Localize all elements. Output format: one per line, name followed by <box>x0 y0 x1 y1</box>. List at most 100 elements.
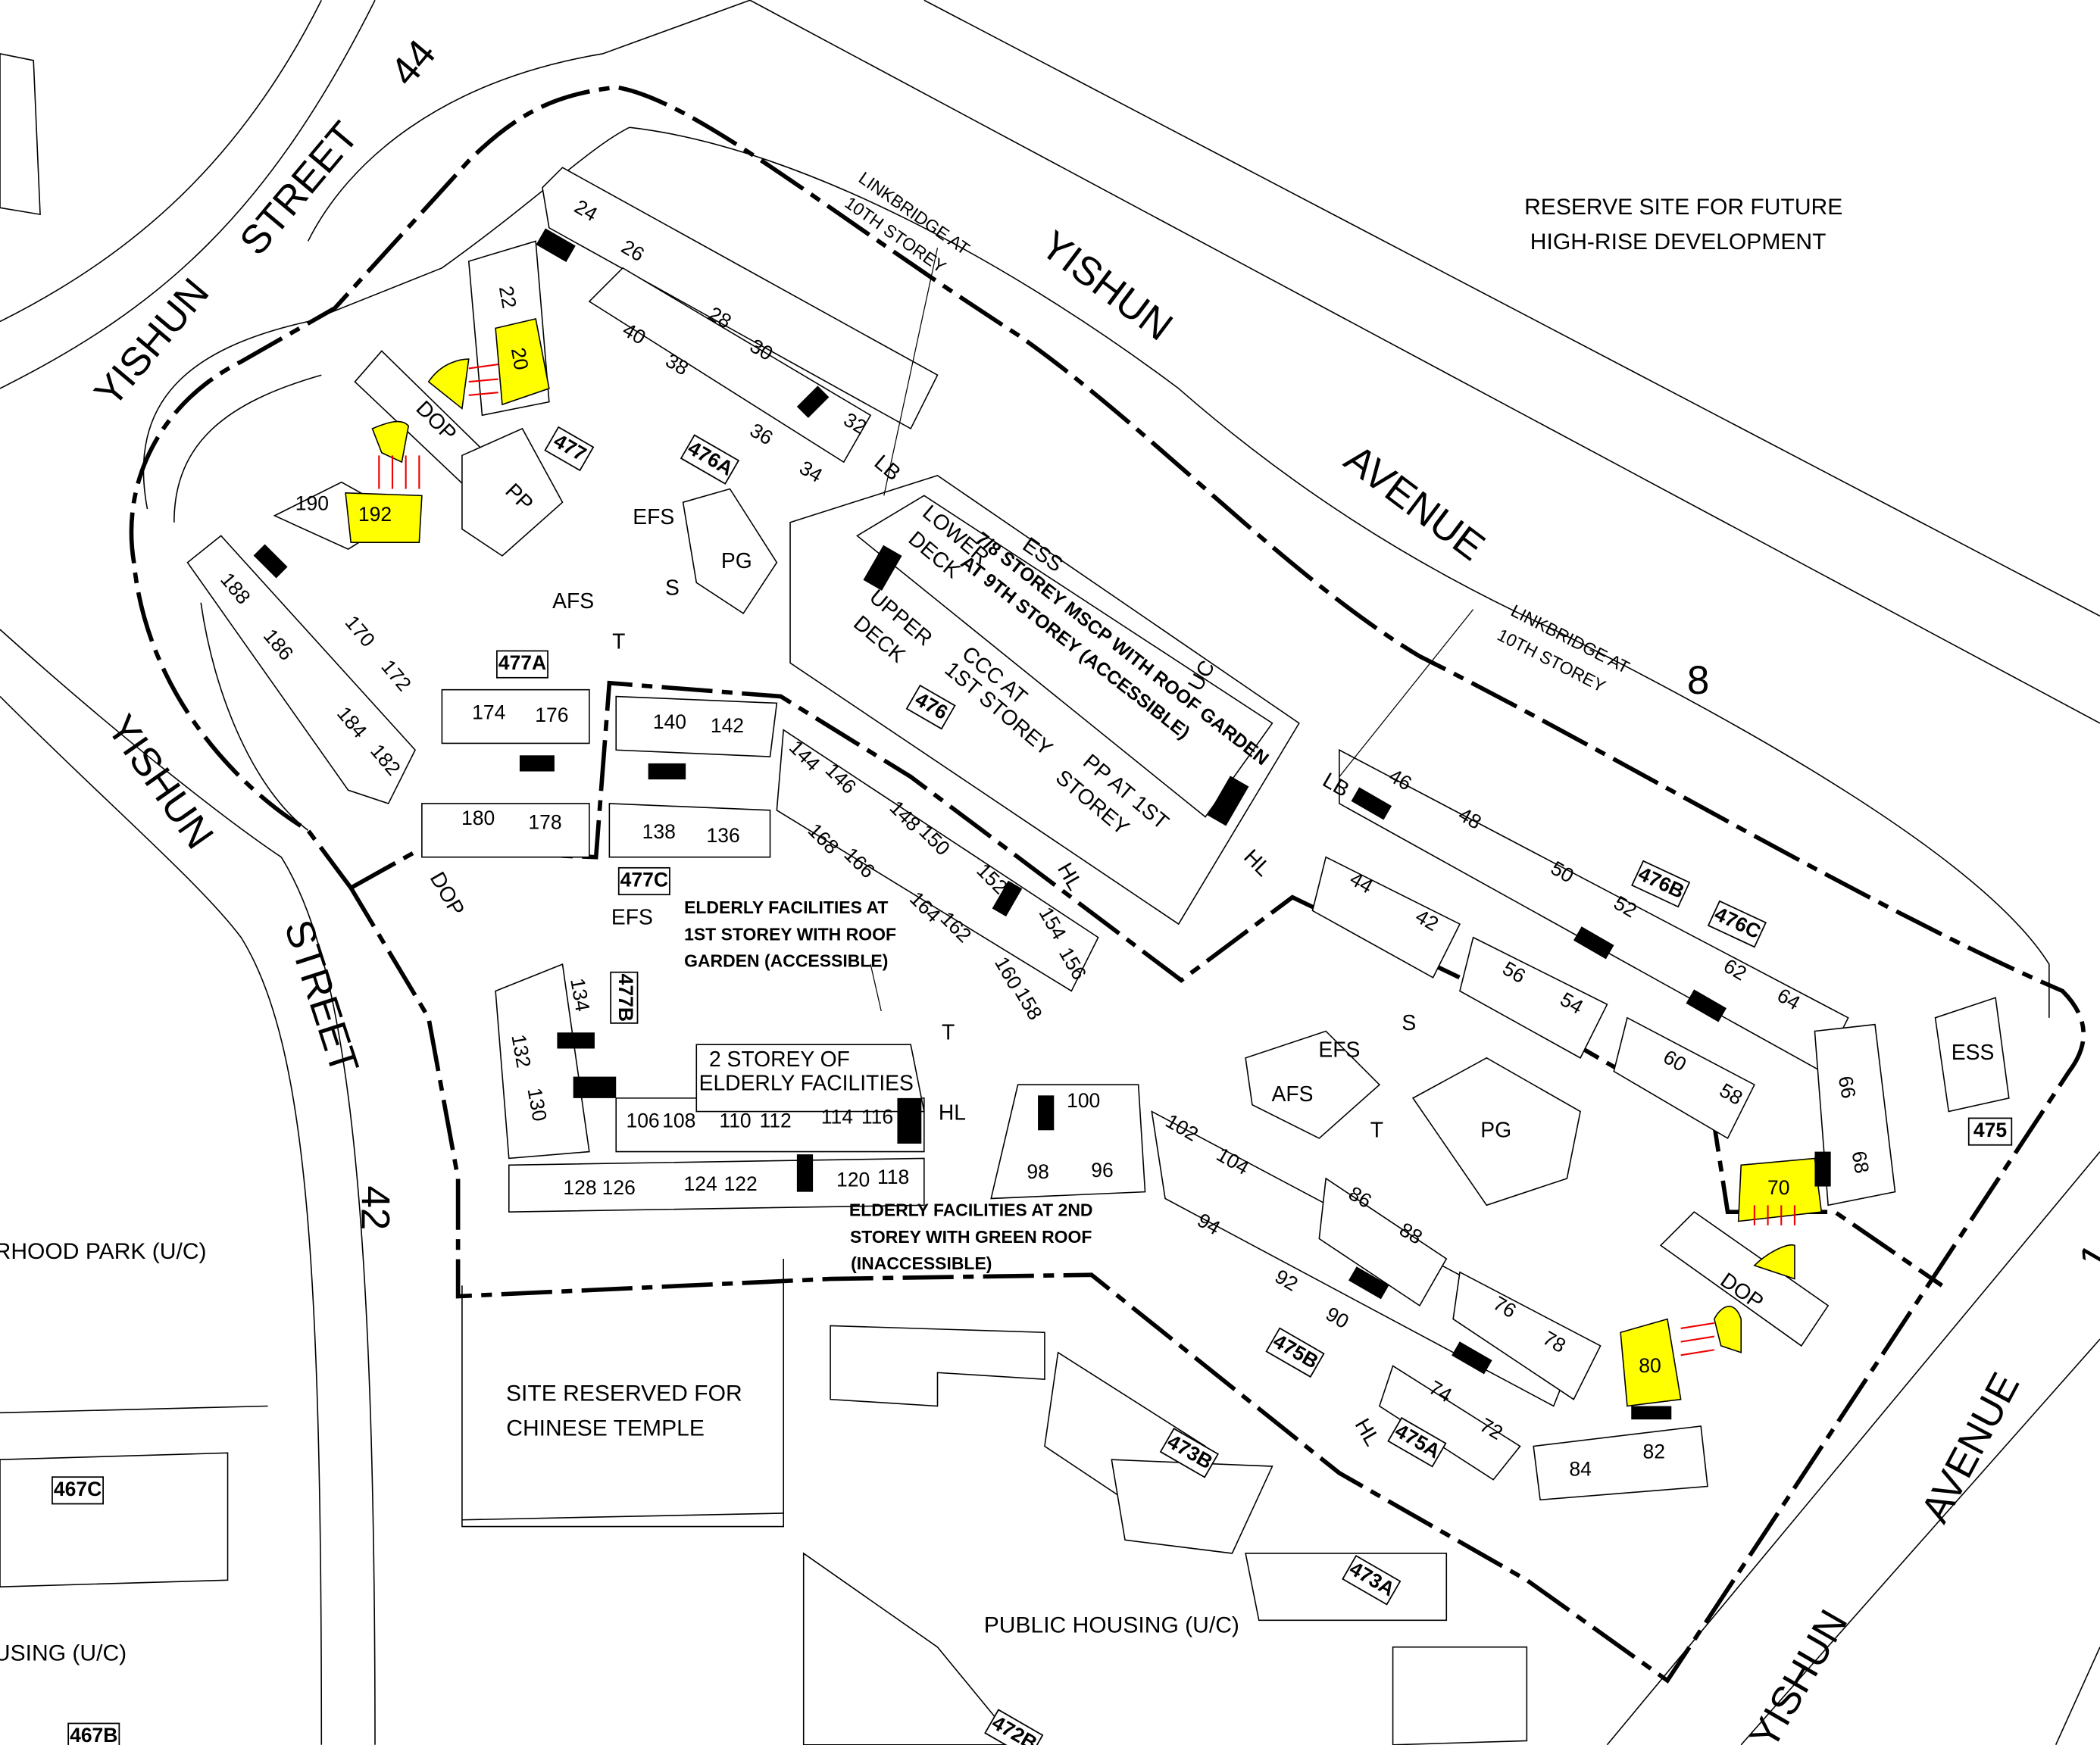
s-label: S <box>665 576 680 600</box>
housing-left-label: USING (U/C) <box>0 1640 127 1665</box>
street-yishun-st42: STREET <box>276 915 367 1079</box>
block-number: 116 <box>861 1105 893 1128</box>
dop-label: DOP <box>426 867 470 919</box>
hl-label: HL <box>1053 858 1088 894</box>
elderly-note-1: 1ST STOREY WITH ROOF <box>684 924 896 944</box>
reserve-site-label: RESERVE SITE FOR FUTURE <box>1524 195 1842 220</box>
block-number: 106 <box>626 1110 659 1132</box>
block-number: 130 <box>523 1086 552 1123</box>
block-number: 34 <box>795 456 827 487</box>
block-number: 172 <box>377 655 415 695</box>
block-number: 110 <box>719 1110 751 1132</box>
elderly-note-3: ELDERLY FACILITIES AT 2ND <box>849 1200 1093 1219</box>
temple-site-label: CHINESE TEMPLE <box>506 1416 705 1441</box>
efs-label: EFS <box>611 904 653 929</box>
street-yishun-ave8: AVENUE <box>1336 436 1492 570</box>
street-yishun-st44: 44 <box>382 31 445 94</box>
hl-label: HL <box>939 1100 966 1125</box>
tag-477b: 477B <box>614 974 637 1022</box>
pg-label: PG <box>1480 1118 1511 1142</box>
site-boundary <box>129 85 2086 1684</box>
highlighted-blocks <box>345 318 1823 1407</box>
afs-label: AFS <box>1271 1082 1313 1106</box>
park-label: RHOOD PARK (U/C) <box>0 1239 207 1264</box>
block-number: 128 <box>563 1176 596 1199</box>
street-yishun-st42: YISHUN <box>98 707 222 857</box>
block-number: 84 <box>1569 1457 1591 1480</box>
lift-cores <box>253 228 1831 1420</box>
block-number: 120 <box>836 1168 870 1191</box>
efs-label: EFS <box>1318 1037 1360 1061</box>
block-number: 108 <box>662 1110 695 1132</box>
block-number: 90 <box>1322 1302 1353 1333</box>
block-number: 82 <box>1643 1440 1665 1462</box>
t-label: T <box>1370 1118 1383 1142</box>
block-number: 192 <box>358 503 392 526</box>
street-yishun-st42: 42 <box>352 1185 397 1230</box>
block-number: 20 <box>507 346 533 372</box>
hl-label: HL <box>1351 1414 1386 1450</box>
block-number: 22 <box>495 284 521 310</box>
hl-label: HL <box>1239 844 1276 881</box>
block-number: 122 <box>724 1172 758 1195</box>
block-number: 180 <box>461 807 495 829</box>
block-number: 114 <box>821 1105 853 1128</box>
elderly-note-1: GARDEN (ACCESSIBLE) <box>684 951 888 971</box>
block-number: 142 <box>711 714 744 737</box>
accessibility-arrows <box>378 364 1795 1356</box>
street-yishun-ave8: YISHUN <box>1033 223 1180 350</box>
block-number: 136 <box>707 824 740 847</box>
tag-477a: 477A <box>498 651 546 674</box>
block-number: 132 <box>507 1032 535 1069</box>
block-number: 70 <box>1767 1176 1789 1199</box>
inner-boundary <box>349 680 1943 1288</box>
elderly-note-3: (INACCESSIBLE) <box>851 1253 992 1273</box>
reserve-site-label: HIGH-RISE DEVELOPMENT <box>1530 229 1827 254</box>
street-yishun-ave-se: AVENUE <box>1913 1366 2029 1530</box>
block-number: 100 <box>1067 1089 1100 1112</box>
block-number: 112 <box>759 1110 791 1132</box>
t-label: T <box>612 629 625 653</box>
block-192-highlight <box>345 492 423 544</box>
block-number: 96 <box>1091 1159 1113 1182</box>
elderly-note-2: 2 STOREY OF <box>709 1047 850 1071</box>
efs-label: EFS <box>633 504 674 529</box>
elderly-note-1: ELDERLY FACILITIES AT <box>684 897 888 917</box>
block-number: 98 <box>1027 1160 1048 1183</box>
pg-label: PG <box>721 548 752 573</box>
s-label: S <box>1402 1010 1416 1035</box>
block-number: 140 <box>653 710 686 733</box>
block-80-highlight <box>1620 1318 1682 1407</box>
block-number: 124 <box>683 1172 717 1195</box>
block-number: 190 <box>295 492 329 515</box>
block-number: 134 <box>566 976 594 1013</box>
block-number: 36 <box>746 419 777 450</box>
block-number: 126 <box>602 1176 636 1199</box>
block-number: 68 <box>1847 1149 1873 1175</box>
block-number: 138 <box>642 820 676 843</box>
tag-477c: 477C <box>620 868 668 891</box>
area-labels: RESERVE SITE FOR FUTURE HIGH-RISE DEVELO… <box>0 195 1842 1665</box>
street-yishun-ave-se: 1 <box>2070 1237 2100 1278</box>
street-yishun-st44: STREET <box>231 114 367 264</box>
block-number: 170 <box>341 611 380 651</box>
block-number: 80 <box>1639 1354 1661 1377</box>
elderly-note-3: STOREY WITH GREEN ROOF <box>850 1227 1092 1247</box>
block-70-highlight <box>1737 1157 1823 1222</box>
temple-site-label: SITE RESERVED FOR <box>506 1381 742 1406</box>
block-number: 66 <box>1834 1074 1861 1100</box>
elderly-note-2: ELDERLY FACILITIES <box>699 1071 914 1095</box>
tag-467c: 467C <box>54 1478 102 1500</box>
block-number: 178 <box>528 810 561 833</box>
block-number: 158 <box>1011 983 1047 1023</box>
tag-475: 475 <box>1973 1119 2007 1141</box>
street-yishun-ave-se: YISHUN <box>1742 1603 1856 1745</box>
lb-label: LB <box>870 450 905 485</box>
block-number: 118 <box>877 1166 909 1188</box>
t-label: T <box>942 1019 955 1044</box>
afs-label: AFS <box>552 588 594 613</box>
street-yishun-st44: YISHUN <box>86 270 218 415</box>
street-labels: YISHUN STREET 44 YISHUN AVENUE 8 YISHUN … <box>86 31 2100 1745</box>
street-yishun-ave8: 8 <box>1687 658 1709 703</box>
block-number: 176 <box>535 704 568 726</box>
